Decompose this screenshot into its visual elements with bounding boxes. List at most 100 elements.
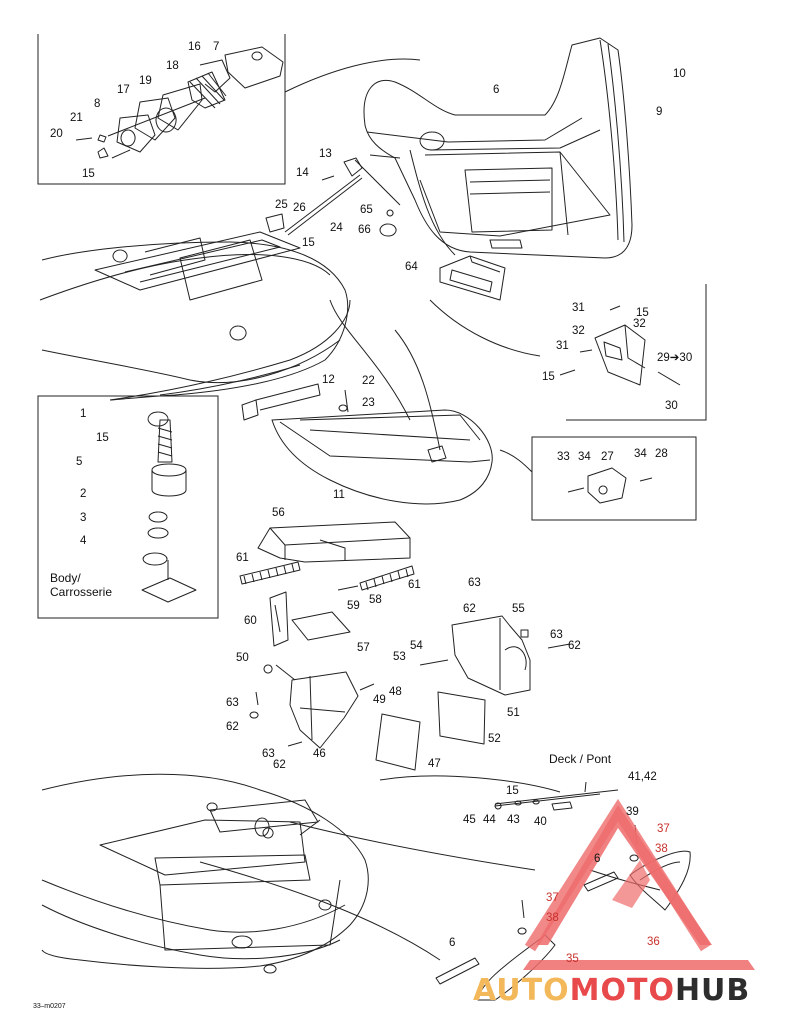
part-number-label: 48 (389, 686, 402, 698)
body-caption-line2: Carrosserie (50, 585, 112, 599)
part-number-label: 34 (578, 451, 591, 463)
part-number-label: 32 (572, 325, 585, 337)
part-number-label: 25 (275, 199, 288, 211)
part-number-label: 62 (273, 759, 286, 771)
part-number-label: 16 (188, 41, 201, 53)
line-art (39, 37, 691, 1001)
part-number-label: 60 (244, 615, 257, 627)
part-number-label: 63 (468, 577, 481, 589)
part-number-label: 17 (117, 84, 130, 96)
part-number-label: 26 (293, 202, 306, 214)
part-number-label: 53 (393, 651, 406, 663)
part-number-label: 6 (594, 853, 600, 865)
part-number-label: 15 (506, 785, 519, 797)
part-number-label: 31 (556, 340, 569, 352)
part-number-label: 22 (362, 375, 375, 387)
part-number-label: 49 (373, 694, 386, 706)
detail-box-latch (531, 436, 697, 521)
part-number-label: 55 (512, 603, 525, 615)
arrow-label: 41,42 (628, 771, 657, 783)
part-number-label: 65 (360, 204, 373, 216)
part-number-label: 63 (550, 629, 563, 641)
part-number-label: 51 (507, 707, 520, 719)
part-number-label: 10 (673, 68, 686, 80)
part-number-label: 62 (226, 721, 239, 733)
part-number-label: 15 (636, 307, 649, 319)
part-number-label: 21 (70, 112, 83, 124)
part-number-label: 37 (657, 823, 670, 835)
part-number-label: 27 (601, 451, 614, 463)
part-number-label: 61 (408, 579, 421, 591)
drawing-code: 33⎯m0207 (33, 1003, 66, 1010)
watermark-moto: MOTO (570, 973, 675, 1008)
part-number-label: 29➔30 (657, 352, 692, 364)
part-number-label: 33 (557, 451, 570, 463)
svg-text:AUTOMOTOHUB: AUTOMOTOHUB (473, 973, 750, 1008)
part-number-label: 54 (410, 640, 423, 652)
part-number-label: 9 (656, 106, 662, 118)
part-number-label: 1 (80, 408, 86, 420)
part-number-label: 13 (319, 148, 332, 160)
part-number-label: 15 (96, 432, 109, 444)
part-number-label: 30 (665, 400, 678, 412)
part-number-label: 4 (80, 535, 87, 547)
part-number-label: 47 (428, 758, 441, 770)
part-number-label: 62 (463, 603, 476, 615)
part-number-label: 6 (449, 937, 455, 949)
part-number-label: 40 (534, 816, 547, 828)
part-number-label: 57 (357, 642, 370, 654)
part-number-label: 2 (80, 488, 86, 500)
part-number-label: 63 (226, 697, 239, 709)
part-number-label: 12 (322, 374, 335, 386)
part-number-label: 34 (634, 448, 647, 460)
part-number-label: 50 (236, 652, 249, 664)
watermark-auto: AUTO (473, 973, 570, 1008)
part-number-label: 39 (626, 806, 639, 818)
watermark-hub: HUB (675, 973, 750, 1008)
part-number-label: 44 (483, 814, 496, 826)
part-number-label: 15 (302, 237, 315, 249)
part-number-label: 37 (546, 892, 559, 904)
part-number-label: 59 (347, 600, 360, 612)
detail-box-bumper (37, 395, 219, 619)
part-number-label: 19 (139, 75, 152, 87)
part-number-label: 18 (166, 60, 179, 72)
part-number-label: 7 (213, 41, 219, 53)
body-caption-line1: Body/ (50, 571, 81, 585)
part-number-label: 58 (369, 594, 382, 606)
part-number-label: 36 (647, 936, 660, 948)
part-number-label: 11 (333, 489, 345, 501)
deck-caption: Deck / Pont (549, 752, 612, 766)
part-number-label: 8 (94, 98, 100, 110)
part-number-label: 14 (296, 167, 309, 179)
part-number-label: 32 (633, 318, 646, 330)
detail-box-bracket (566, 284, 707, 421)
part-number-label: 61 (236, 552, 249, 564)
part-number-label: 45 (463, 814, 476, 826)
part-number-label: 46 (313, 748, 326, 760)
part-number-label: 31 (572, 302, 585, 314)
part-number-label: 64 (405, 261, 418, 273)
part-number-label: 38 (655, 843, 668, 855)
part-number-label: 15 (82, 168, 95, 180)
callout-labels-red: 37 38 36 37 38 35 (546, 823, 670, 965)
part-number-label: 52 (488, 733, 501, 745)
part-number-label: 20 (50, 128, 63, 140)
part-number-label: 35 (566, 953, 579, 965)
part-number-label: 28 (655, 448, 668, 460)
part-number-label: 38 (546, 912, 559, 924)
part-number-label: 43 (507, 814, 520, 826)
part-number-label: 15 (542, 371, 555, 383)
detail-box-hinge (37, 34, 286, 185)
part-number-label: 6 (493, 84, 499, 96)
part-number-label: 3 (80, 512, 86, 524)
part-number-label: 5 (76, 456, 82, 468)
part-number-label: 23 (362, 397, 375, 409)
part-number-label: 24 (330, 222, 343, 234)
part-number-label: 62 (568, 640, 581, 652)
part-number-label: 56 (272, 507, 285, 519)
part-number-label: 63 (262, 748, 275, 760)
watermark: AUTOMOTOHUB (473, 798, 755, 1008)
